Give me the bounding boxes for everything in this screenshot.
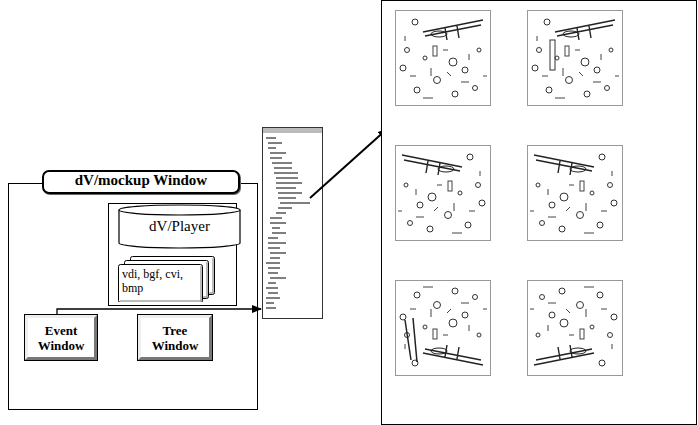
store-label: dV/Player [118, 204, 241, 235]
file-types: vdi, bgf, cvi, bmp [122, 267, 184, 295]
pointer-arrow [310, 129, 387, 198]
window-label: Tree Window [141, 323, 209, 353]
application-window: dV/mockup WindowdV/Playervdi, bgf, cvi, … [8, 183, 258, 410]
window-title: dV/mockup Window [42, 170, 240, 194]
window-label: Event Window [28, 323, 94, 353]
window-box: Event Window [25, 315, 97, 360]
image-panel [382, 1, 697, 425]
file-stack: vdi, bgf, cvi, bmp [118, 256, 218, 302]
tree-screenshot [263, 128, 323, 319]
window-box: Tree Window [138, 315, 212, 360]
player-cylinder: dV/Player [118, 204, 241, 249]
